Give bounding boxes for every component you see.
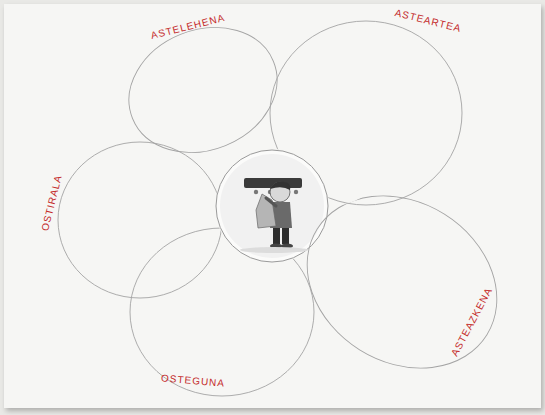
petal: ASTEARTEA bbox=[262, 6, 474, 216]
petal: OSTIRALA bbox=[34, 136, 226, 304]
petal: ASTELEHENA bbox=[120, 10, 285, 158]
petal: OSTEGUNA bbox=[124, 220, 320, 406]
day-label: ASTEAZKENA bbox=[450, 286, 495, 358]
petal: ASTEAZKENA bbox=[292, 182, 512, 380]
day-label: ASTEARTEA bbox=[394, 8, 463, 34]
petal-outline bbox=[34, 136, 226, 304]
day-label: OSTEGUNA bbox=[161, 373, 226, 389]
petal-outline bbox=[292, 182, 512, 380]
petal-outline bbox=[262, 6, 474, 216]
petal-outline bbox=[120, 10, 285, 158]
